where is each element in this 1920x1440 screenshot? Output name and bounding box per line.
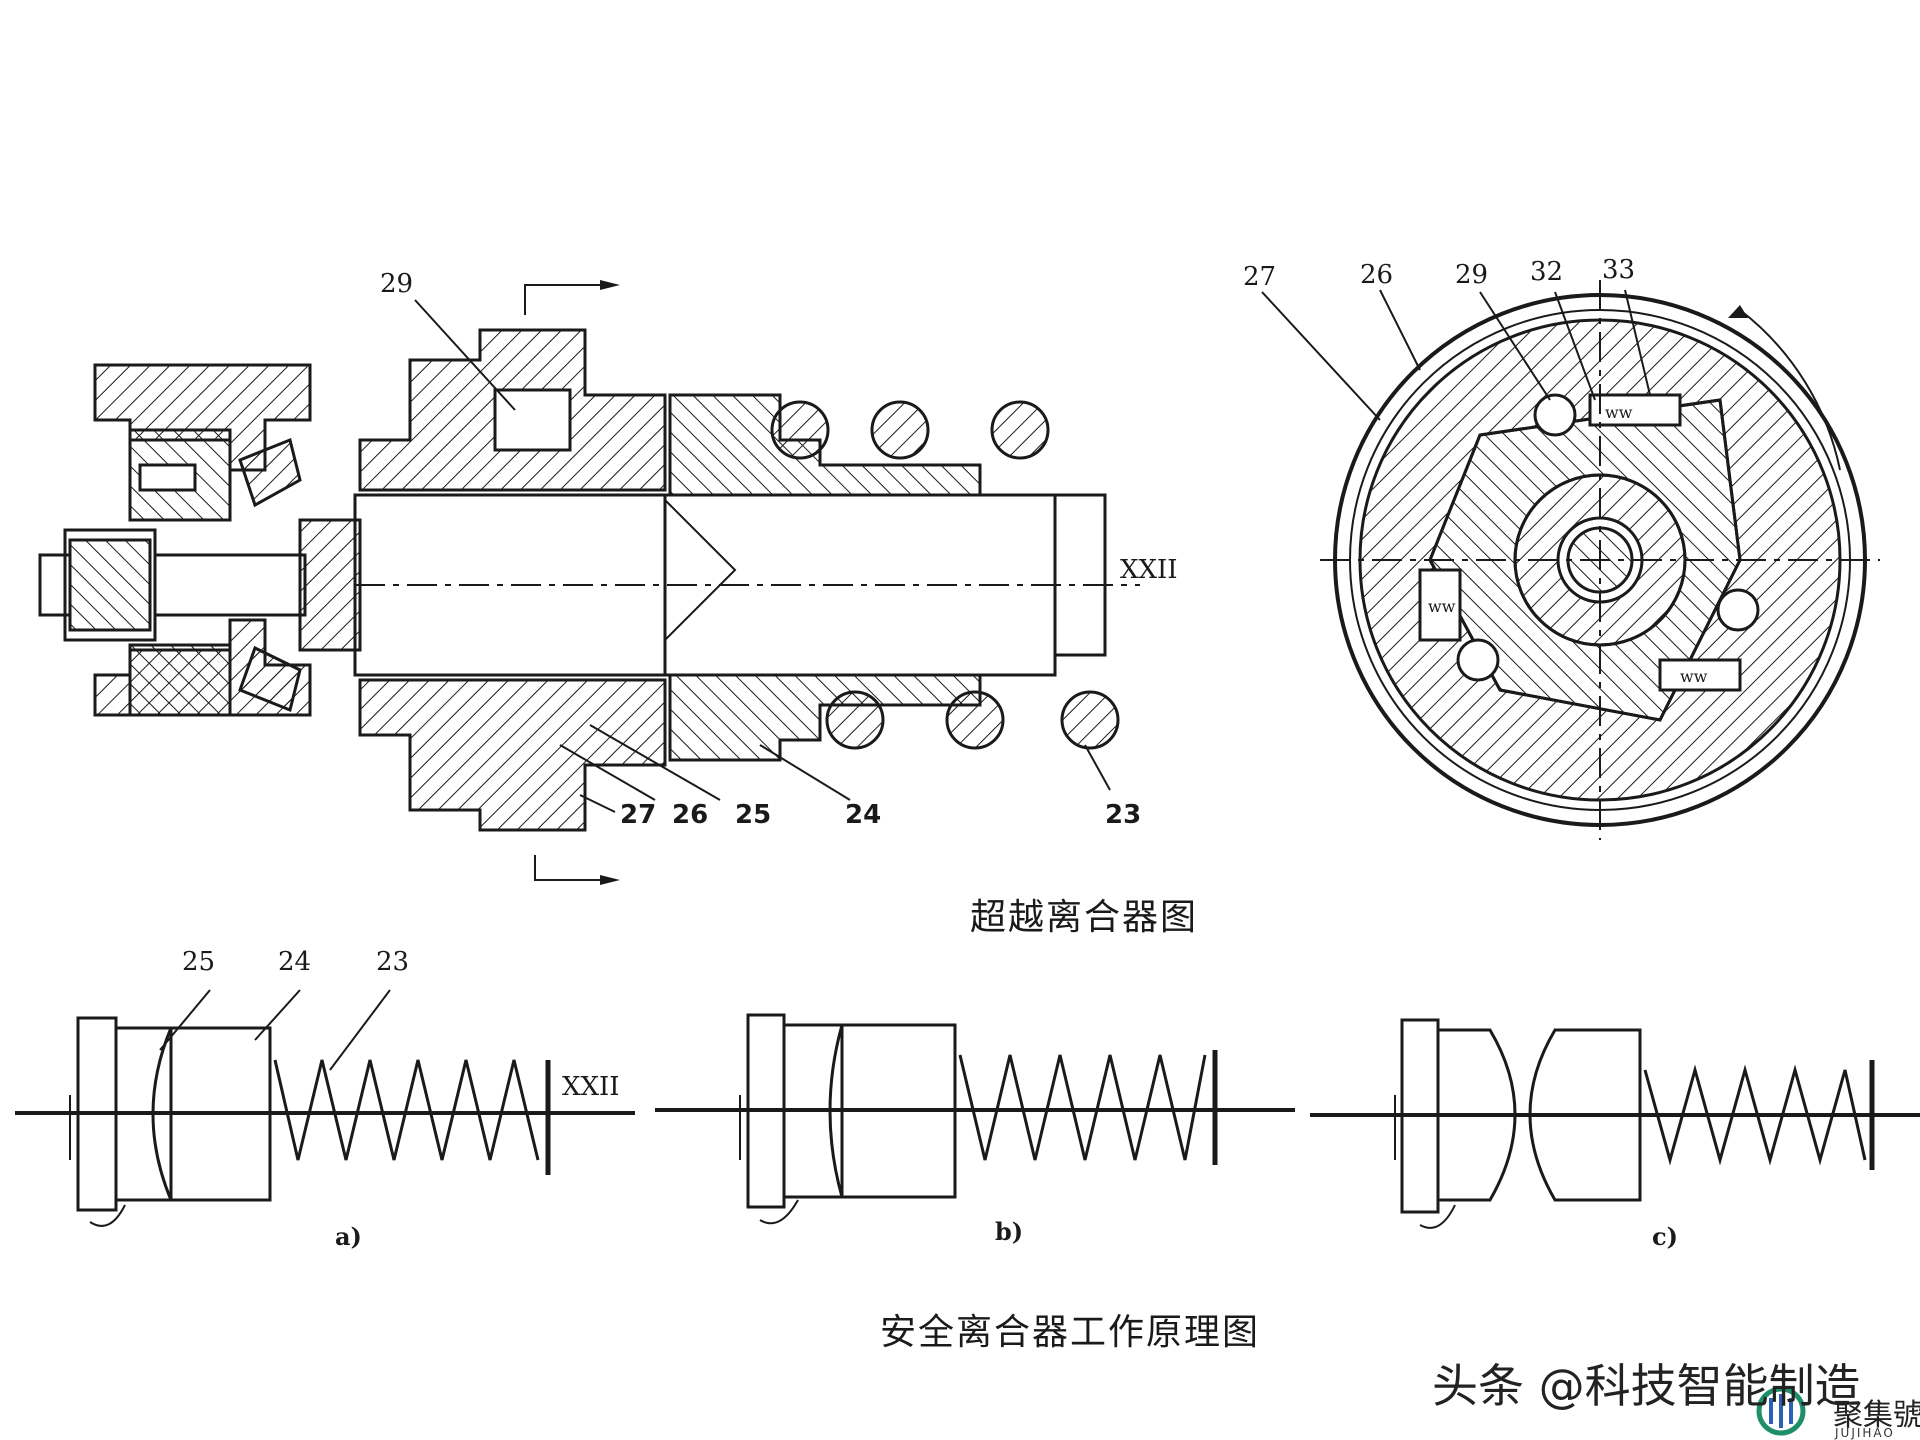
cross-label-32: 32 (1530, 257, 1563, 287)
overrunning-clutch-cross-section (1261, 280, 1880, 840)
rotation-c (1419, 1204, 1456, 1229)
leader-24 (759, 744, 851, 801)
spring-23-c (1643, 1064, 1867, 1166)
label-27: 27 (620, 800, 656, 830)
label-25: 25 (735, 800, 771, 830)
spring-mark-top: ww (1605, 403, 1633, 422)
part-25-c (1436, 1028, 1517, 1202)
leader-a-24 (254, 989, 301, 1041)
safety-label-25: 25 (182, 947, 215, 977)
cross-label-27: 27 (1243, 262, 1276, 292)
bearing-lower (128, 643, 232, 717)
section-arrow-bottom (534, 855, 600, 881)
shaft-stub (1053, 493, 1107, 657)
rotation-a (89, 1204, 126, 1227)
spring-pocket-top (1588, 393, 1682, 427)
label-26: 26 (672, 800, 708, 830)
roller-lower (238, 645, 302, 713)
label-24: 24 (845, 800, 881, 830)
safety-clutch-a (15, 989, 635, 1227)
safety-label-24: 24 (278, 947, 311, 977)
part-25-a (114, 1026, 173, 1202)
leader-29 (414, 299, 516, 411)
safety-label-23: 23 (376, 947, 409, 977)
roller-29-top (1533, 393, 1577, 437)
leader-c27 (1261, 291, 1381, 421)
safety-clutch-b (655, 1013, 1295, 1225)
spring-pocket-left (1418, 568, 1462, 642)
spring-coil-4 (825, 690, 885, 750)
axis-label-xxii: XXII (1120, 555, 1178, 585)
leader-c29 (1479, 291, 1551, 401)
cross-label-29: 29 (1455, 260, 1488, 290)
cross-label-33: 33 (1602, 255, 1635, 285)
caption-safety-clutch: 安全离合器工作原理图 (880, 1312, 1261, 1353)
leader-c26 (1379, 289, 1421, 371)
spring-pocket-right (1658, 658, 1742, 692)
gear-hub-lower (358, 678, 667, 832)
part-25-b (782, 1023, 844, 1199)
safety-axis-label: XXII (562, 1072, 620, 1102)
shaft-collar (298, 518, 362, 652)
shaft-cone (664, 499, 737, 641)
leader-27 (579, 794, 616, 813)
bearing-slot-upper (138, 463, 197, 492)
safety-clutch-c (1310, 1018, 1920, 1229)
spring-mark-right: ww (1680, 667, 1708, 686)
jujihao-logo: 聚集號 JUJIHAO (1775, 1390, 1920, 1440)
subfigure-b: b) (995, 1217, 1023, 1246)
part-24-b (828, 1023, 957, 1199)
roller-right (1716, 588, 1760, 632)
spring-coil-2 (870, 400, 930, 460)
leader-c33 (1624, 289, 1651, 396)
spring-coil-3 (990, 400, 1050, 460)
watermark-text: 头条 @科技智能制造 (1432, 1359, 1861, 1413)
spring-coil-5 (945, 690, 1005, 750)
section-arrow-top (524, 284, 600, 315)
end-nut-hatch (68, 538, 152, 632)
label-23: 23 (1105, 800, 1141, 830)
spring-23-b (958, 1054, 1207, 1161)
rotation-b (759, 1199, 799, 1225)
logo-sub: JUJIHAO (1835, 1426, 1895, 1440)
part-24-c (1528, 1028, 1642, 1202)
caption-overrunning-clutch: 超越离合器图 (970, 897, 1199, 938)
overrunning-clutch-section (38, 280, 1140, 885)
roller-upper (238, 437, 302, 508)
leader-c32 (1554, 291, 1596, 401)
cross-label-26: 26 (1360, 260, 1393, 290)
subfigure-c: c) (1652, 1222, 1678, 1251)
leader-25 (589, 724, 721, 801)
jujihao-logo-mark (1756, 1386, 1806, 1436)
logo-name: 聚集號 (1833, 1398, 1920, 1433)
spring-coil-6 (1060, 690, 1120, 750)
subfigure-a: a) (335, 1222, 362, 1251)
leader-23 (1084, 744, 1111, 791)
roller-29-pocket (493, 388, 572, 452)
rotation-arc (1739, 309, 1841, 471)
spring-23-a (273, 1059, 540, 1161)
leader-a-23 (329, 989, 391, 1071)
spring-coil-1 (770, 400, 830, 460)
leader-26 (559, 744, 656, 801)
leader-a-25 (159, 989, 211, 1051)
sleeve-lower (668, 673, 982, 762)
label-29: 29 (380, 269, 413, 299)
shaft-end (153, 553, 307, 617)
part-24-a (151, 1026, 272, 1202)
roller-left (1456, 638, 1500, 682)
spring-mark-left: ww (1428, 597, 1456, 616)
